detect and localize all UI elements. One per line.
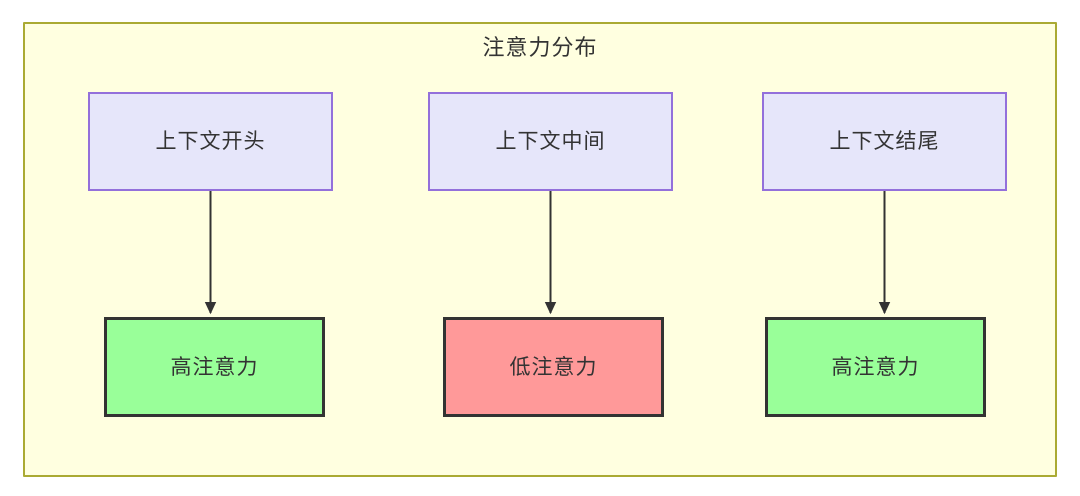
node-label: 上下文中间	[495, 129, 606, 154]
node-attention-low-middle[interactable]: 低注意力	[443, 317, 664, 417]
node-attention-high-end[interactable]: 高注意力	[765, 317, 986, 417]
subgraph-title: 注意力分布	[482, 36, 598, 61]
node-attention-high-start[interactable]: 高注意力	[104, 317, 325, 417]
node-label: 上下文结尾	[829, 129, 940, 154]
node-context-end[interactable]: 上下文结尾	[762, 92, 1007, 191]
node-context-start[interactable]: 上下文开头	[88, 92, 333, 191]
node-label: 高注意力	[170, 354, 259, 379]
node-label: 低注意力	[509, 354, 598, 379]
node-label: 高注意力	[831, 354, 920, 379]
node-label: 上下文开头	[155, 129, 266, 154]
node-context-middle[interactable]: 上下文中间	[428, 92, 673, 191]
